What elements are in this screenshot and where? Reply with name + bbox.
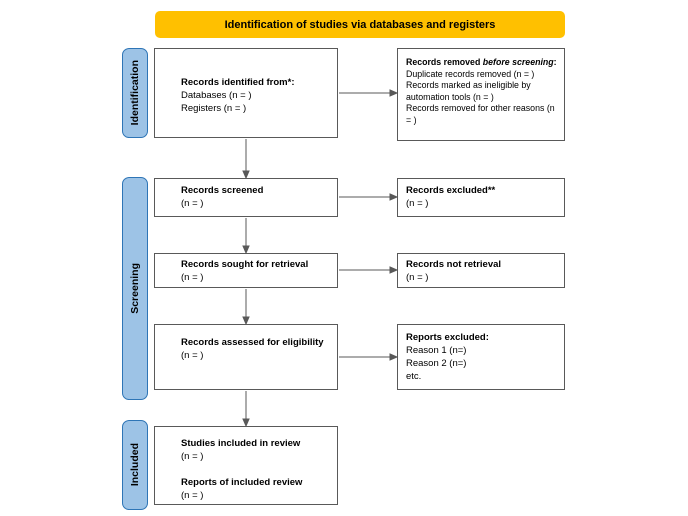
arrowhead — [242, 316, 250, 326]
box-records-excluded-title: Records excluded** — [406, 185, 496, 196]
arrowhead — [242, 418, 250, 428]
box-records-removed-title: Records removed before screening: — [406, 57, 559, 69]
stage-label-identification-text: Identification — [129, 60, 141, 126]
box-reports-excluded-title: Reports excluded: — [406, 332, 489, 343]
box-reports-excluded: Reports excluded: Reason 1 (n=) Reason 2… — [397, 324, 565, 390]
diagram-title-banner: Identification of studies via databases … — [155, 11, 565, 38]
box-studies-included-title2: Reports of included review — [181, 477, 303, 488]
box-records-removed-line1: Duplicate records removed (n = ) — [406, 68, 535, 79]
box-records-not-retrieved-line1: (n = ) — [406, 272, 429, 283]
box-records-identified-line2: Registers (n = ) — [181, 103, 247, 114]
box-records-assessed-title: Records assessed for eligibility — [181, 337, 324, 348]
arrowhead — [389, 89, 399, 97]
arrowhead — [389, 266, 399, 274]
diagram-title: Identification of studies via databases … — [224, 18, 496, 31]
box-records-assessed-line1: (n = ) — [181, 350, 204, 361]
stage-label-screening: Screening — [122, 177, 148, 400]
box-studies-included-line2: (n = ) — [181, 490, 204, 501]
spacer — [181, 463, 333, 476]
box-records-not-retrieved: Records not retrieval (n = ) — [397, 253, 565, 288]
title-part: : — [553, 57, 557, 67]
stage-label-identification: Identification — [122, 48, 148, 138]
box-records-screened-line1: (n = ) — [181, 198, 204, 209]
box-records-removed-line2: Records marked as ineligible by automati… — [406, 80, 531, 102]
stage-label-included: Included — [122, 420, 148, 510]
box-studies-included-title1: Studies included in review — [181, 438, 301, 449]
box-records-excluded: Records excluded** (n = ) — [397, 178, 565, 217]
box-records-removed-line3: Records removed for other reasons (n = ) — [406, 103, 555, 125]
box-reports-excluded-line3: etc. — [406, 371, 422, 382]
box-reports-excluded-line1: Reason 1 (n=) — [406, 345, 467, 356]
box-records-assessed: Records assessed for eligibility (n = ) — [154, 324, 338, 390]
box-records-sought-line1: (n = ) — [181, 272, 204, 283]
box-records-identified-line1: Databases (n = ) — [181, 90, 252, 101]
stage-label-included-text: Included — [129, 443, 141, 487]
box-records-sought-title: Records sought for retrieval — [181, 259, 309, 270]
box-studies-included-line1: (n = ) — [181, 451, 204, 462]
box-reports-excluded-line2: Reason 2 (n=) — [406, 358, 467, 369]
box-records-identified: Records identified from*: Databases (n =… — [154, 48, 338, 138]
stage-label-screening-text: Screening — [129, 263, 141, 314]
box-records-sought: Records sought for retrieval (n = ) — [154, 253, 338, 288]
box-records-not-retrieved-title: Records not retrieval — [406, 259, 502, 270]
arrowhead — [242, 170, 250, 180]
box-records-identified-title: Records identified from*: — [181, 77, 295, 88]
arrowhead — [242, 245, 250, 255]
box-studies-included: Studies included in review (n = ) Report… — [154, 426, 338, 505]
box-records-excluded-line1: (n = ) — [406, 198, 429, 209]
arrowhead — [389, 193, 399, 201]
box-records-removed: Records removed before screening: Duplic… — [397, 48, 565, 141]
arrowhead — [389, 353, 399, 361]
box-records-screened: Records screened (n = ) — [154, 178, 338, 217]
title-part: Records removed — [406, 57, 483, 67]
title-part-italic: before screening — [482, 57, 554, 67]
box-records-screened-title: Records screened — [181, 185, 264, 196]
